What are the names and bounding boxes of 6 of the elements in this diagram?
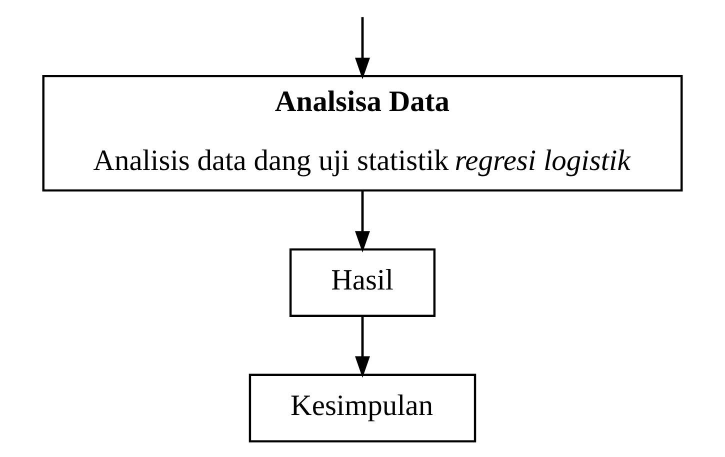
node-box: Analsisa Data Analisis data dang uji statistik regresi logistik xyxy=(42,74,683,192)
node-box: Kesimpulan xyxy=(248,374,476,442)
arrow xyxy=(355,17,370,80)
node-box: Hasil xyxy=(289,248,436,317)
arrow xyxy=(355,191,370,252)
arrow xyxy=(355,316,370,378)
